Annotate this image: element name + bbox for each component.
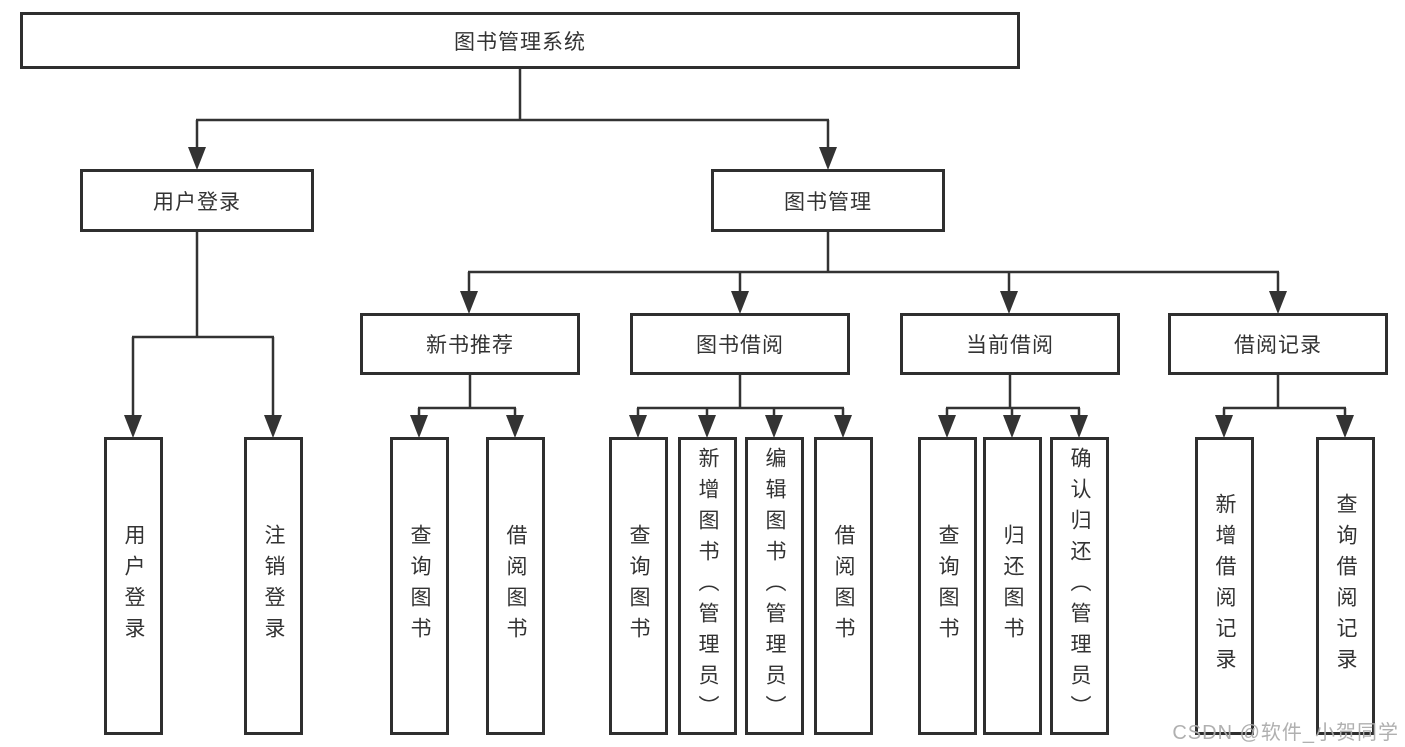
leaf-query-books-borrow: 查询图书 — [609, 437, 668, 735]
node-book-borrowing: 图书借阅 — [630, 313, 850, 375]
node-new-book-recommendation: 新书推荐 — [360, 313, 580, 375]
leaf-query-books-recommend: 查询图书 — [390, 437, 449, 735]
leaf-user-login: 用户登录 — [104, 437, 163, 735]
node-label: 图书管理 — [784, 190, 872, 214]
leaf-label: 查询图书 — [408, 524, 431, 648]
node-label: 当前借阅 — [966, 334, 1054, 357]
node-label: 图书借阅 — [696, 334, 784, 357]
connector-segments — [131, 69, 1347, 420]
leaf-label: 查询图书 — [936, 524, 959, 648]
leaf-borrow-books: 借阅图书 — [814, 437, 873, 735]
csdn-watermark: CSDN @软件_小贺同学 — [1172, 722, 1399, 744]
leaf-label: 借阅图书 — [504, 524, 527, 648]
leaf-label: 新增借阅记录 — [1213, 493, 1236, 679]
leaf-edit-books-admin: 编辑图书（管理员） — [745, 437, 804, 735]
arrowheads — [124, 147, 1354, 438]
leaf-label: 注销登录 — [262, 524, 285, 648]
leaf-label: 查询图书 — [627, 524, 650, 648]
leaf-label: 借阅图书 — [832, 524, 855, 648]
leaf-label: 确认归还（管理员） — [1068, 446, 1091, 726]
leaf-query-books-current: 查询图书 — [918, 437, 977, 735]
node-library-management-system: 图书管理系统 — [20, 12, 1020, 69]
node-label: 图书管理系统 — [454, 30, 586, 54]
node-borrowing-records: 借阅记录 — [1168, 313, 1388, 375]
leaf-add-books-admin: 新增图书（管理员） — [678, 437, 737, 735]
leaf-confirm-return-admin: 确认归还（管理员） — [1050, 437, 1109, 735]
leaf-add-borrow-record: 新增借阅记录 — [1195, 437, 1254, 735]
node-current-borrowing: 当前借阅 — [900, 313, 1120, 375]
node-label: 新书推荐 — [426, 334, 514, 357]
leaf-label: 编辑图书（管理员） — [763, 446, 786, 726]
leaf-label: 新增图书（管理员） — [696, 446, 719, 726]
leaf-return-books: 归还图书 — [983, 437, 1042, 735]
leaf-query-borrow-record: 查询借阅记录 — [1316, 437, 1375, 735]
leaf-label: 归还图书 — [1001, 524, 1024, 648]
node-label: 借阅记录 — [1234, 334, 1322, 357]
node-label: 用户登录 — [153, 190, 241, 214]
node-user-login: 用户登录 — [80, 169, 314, 232]
node-book-management: 图书管理 — [711, 169, 945, 232]
leaf-label: 查询借阅记录 — [1334, 493, 1357, 679]
leaf-logout: 注销登录 — [244, 437, 303, 735]
leaf-borrow-books-recommend: 借阅图书 — [486, 437, 545, 735]
leaf-label: 用户登录 — [122, 524, 145, 648]
